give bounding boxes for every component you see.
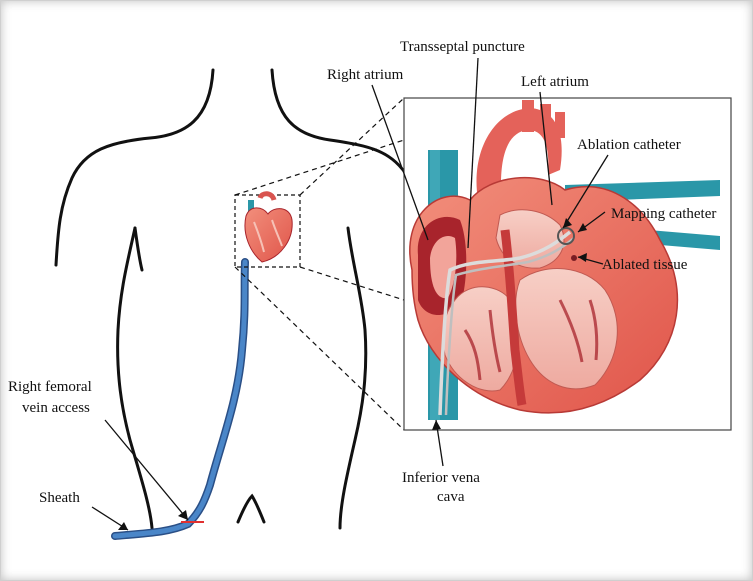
label-mapping-catheter: Mapping catheter (611, 206, 716, 222)
label-ablation-catheter: Ablation catheter (577, 137, 681, 153)
label-ablated-tissue: Ablated tissue (602, 257, 688, 273)
catheter (115, 262, 245, 536)
armpit-left (135, 228, 142, 270)
torso-left (118, 228, 152, 528)
label-cava: cava (437, 489, 465, 505)
label-right-atrium: Right atrium (327, 67, 404, 83)
label-inferior-vena: Inferior vena (402, 470, 480, 486)
body-silhouette (56, 70, 410, 528)
small-heart (235, 194, 300, 267)
label-sheath: Sheath (39, 490, 80, 506)
label-left-atrium: Left atrium (521, 74, 589, 90)
ablated-tissue-dot (571, 255, 577, 261)
torso-right (340, 228, 366, 528)
neck-shoulder-right (272, 70, 410, 180)
label-right-femoral: Right femoral (8, 379, 92, 395)
crotch (238, 496, 264, 522)
label-vein-access: vein access (22, 400, 90, 416)
zoom-lines (235, 98, 404, 430)
catheter-tube (115, 262, 245, 536)
label-transseptal-puncture: Transseptal puncture (400, 39, 525, 55)
